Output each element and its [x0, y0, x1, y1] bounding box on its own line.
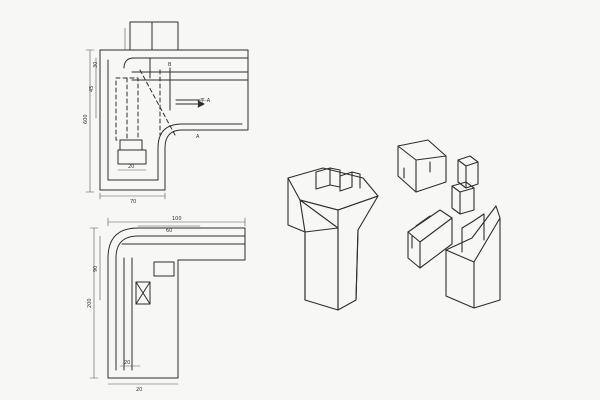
post-stub	[129, 21, 179, 51]
exploded-middle-piece	[407, 209, 453, 269]
dim-plan-top-total: 100	[172, 216, 182, 222]
dim-elev-side-total: 600	[83, 114, 89, 124]
dim-plan-top-inner: 60	[166, 228, 172, 234]
elevation-frame-outer	[99, 49, 249, 191]
dim-elev-label-b: A	[196, 134, 200, 140]
section-label: 平-A	[200, 98, 211, 104]
dim-elev-side-mid: 45	[89, 86, 95, 92]
plan-joint-box	[153, 261, 175, 277]
dim-elev-inner-width: 20	[128, 164, 134, 170]
elevation-dimensions	[85, 27, 166, 200]
plan-frame-outer	[107, 227, 246, 379]
dim-plan-bottom-b: 20	[136, 387, 142, 393]
dim-plan-side-inner: 90	[93, 266, 99, 272]
exploded-upper-piece	[397, 139, 447, 193]
isometric-assembled-joint	[287, 167, 379, 311]
dim-plan-bottom-a: 20	[124, 360, 130, 366]
joint-block	[119, 139, 143, 151]
elevation-rail	[99, 49, 249, 81]
plan-dim-labels: 100 60 200 90 20 20	[87, 216, 182, 393]
dim-elev-top-left: 30	[93, 62, 99, 68]
dim-elev-bottom-width: 70	[130, 199, 136, 205]
plan-dimensions	[89, 217, 246, 385]
elevation-dim-labels: 30 600 45 20 70 B A 平-A	[83, 62, 211, 205]
exploded-tenon-upper	[457, 155, 479, 189]
exploded-lower-post	[445, 205, 501, 309]
isometric-exploded-joint	[397, 139, 501, 309]
dim-plan-side-total: 200	[87, 298, 93, 308]
elevation-view	[85, 21, 249, 200]
plan-view	[89, 217, 246, 385]
dim-elev-label-a: B	[168, 62, 172, 68]
